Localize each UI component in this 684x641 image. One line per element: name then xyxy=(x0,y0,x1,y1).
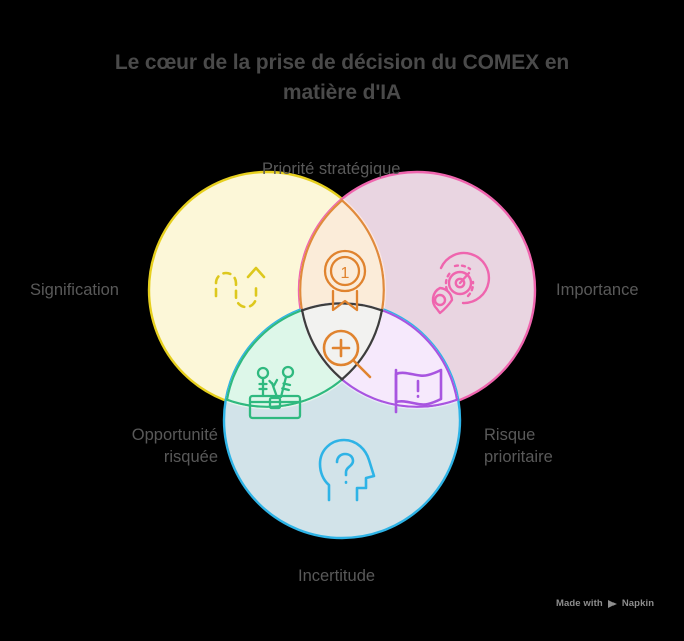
dashed-wavy-arrow-icon xyxy=(214,266,266,309)
watermark-prefix-text: Made with xyxy=(556,598,603,609)
label-signification: Signification xyxy=(30,281,119,299)
label-importance: Importance xyxy=(556,281,639,299)
medal-rank-text: 1 xyxy=(341,265,350,282)
medal-award-icon: 1 xyxy=(323,249,367,312)
label-priorite-strategique: Priorité stratégique xyxy=(262,160,401,178)
label-risque-prioritaire: Risque prioritaire xyxy=(484,426,553,466)
magnifier-plus-icon xyxy=(322,329,372,379)
napkin-play-icon xyxy=(607,599,618,609)
flag-exclamation-icon xyxy=(394,368,443,414)
head-question-mark-icon xyxy=(318,438,376,502)
watermark-brand-text: Napkin xyxy=(621,598,655,609)
napkin-watermark[interactable]: Made with Napkin xyxy=(556,598,654,609)
diagram-title: Le cœur de la prise de décision du COMEX… xyxy=(114,51,570,104)
toolbox-tools-icon xyxy=(248,365,302,420)
target-radar-pin-icon xyxy=(431,251,491,315)
label-opportunite-risquee: Opportunité risquée xyxy=(131,426,218,466)
label-incertitude: Incertitude xyxy=(298,567,376,585)
